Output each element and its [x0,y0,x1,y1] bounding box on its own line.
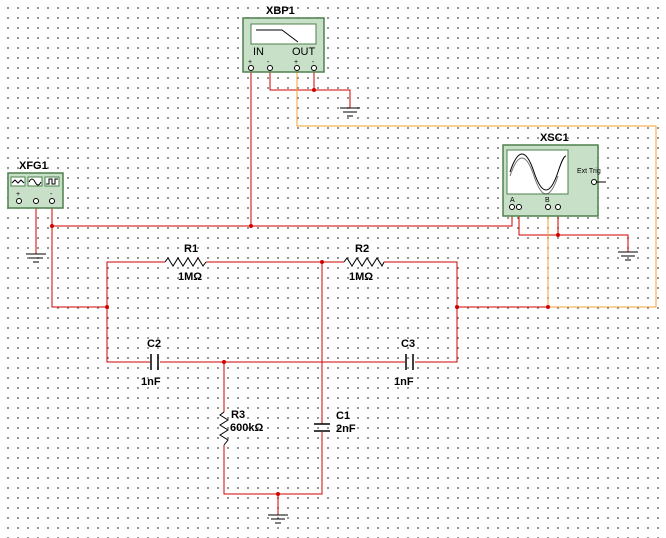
svg-text:-: - [267,59,270,66]
junction-dot [222,360,226,364]
wire-twin-t-bottom-right[interactable] [415,307,458,363]
resistor-r1[interactable]: R1 1MΩ [164,243,207,283]
junction-dot [546,305,550,309]
capacitor-c1[interactable]: C1 2nF [314,410,356,435]
r2-value: 1MΩ [349,271,373,283]
junction-dot [249,224,253,228]
wire-bode-gnd[interactable] [269,70,351,108]
svg-text:+: + [248,59,252,66]
c2-value: 1nF [141,376,161,388]
xbp1-out-label: OUT [292,46,316,58]
triangle-wave-icon [11,179,25,184]
xsc1-terminal[interactable] [545,204,551,210]
ground-icon [26,253,46,263]
xsc1-terminal[interactable] [509,204,515,210]
resistor-r3[interactable]: R3 600kΩ [219,409,263,446]
svg-text:+: + [294,59,298,66]
xsc1-terminal-ext[interactable] [591,179,597,185]
xbp1-in-label: IN [253,46,264,58]
junction-dot [105,305,109,309]
xbp1-terminal[interactable] [294,65,300,71]
junction-dot [50,224,54,228]
function-generator-xfg1[interactable]: XFG1 + - [7,160,64,209]
junction-dots [50,88,560,496]
xbp1-ref: XBP1 [266,5,295,17]
wire-scope-gnd[interactable] [518,205,629,252]
lowpass-response-icon [256,29,299,43]
capacitor-c3[interactable]: C3 1nF [394,338,415,388]
sine-wave-icon [509,153,567,191]
xbp1-terminal[interactable] [311,65,317,71]
xsc1-ref: XSC1 [540,132,569,144]
xfg1-terminal[interactable] [33,198,39,204]
r3-ref: R3 [231,409,245,421]
xsc1-ch-a: A [510,197,515,204]
junction-dot [276,492,280,496]
xfg1-terminal[interactable] [49,198,55,204]
junction-dot [556,233,560,237]
svg-text:-: - [312,59,315,66]
xsc1-terminal[interactable] [516,204,522,210]
xbp1-terminal[interactable] [267,65,273,71]
oscilloscope-xsc1[interactable]: XSC1 Ext Trig A B [502,132,606,217]
red-wires [35,70,629,515]
r1-ref: R1 [184,243,198,255]
r3-value: 600kΩ [230,422,263,434]
wire-input-bus[interactable] [51,205,513,227]
ground-icon [340,107,360,117]
xsc1-ext-trig: Ext Trig [577,168,601,175]
square-wave-icon [46,178,58,185]
xsc1-terminal[interactable] [555,204,561,210]
junction-dot [455,305,459,309]
ground-symbols [26,107,638,524]
orange-wires [296,70,657,308]
c1-value: 2nF [336,423,356,435]
r1-value: 1MΩ [178,271,202,283]
junction-dot [312,88,316,92]
wire-twin-t-top[interactable] [106,261,165,307]
svg-text:-: - [50,191,53,198]
c2-ref: C2 [147,338,161,350]
xfg1-terminal[interactable] [16,198,22,204]
svg-text:+: + [16,191,20,198]
sine-wave-icon [28,178,42,186]
xbp1-terminal[interactable] [248,65,254,71]
wire-r3-bottom[interactable] [223,445,279,515]
capacitor-c2[interactable]: C2 1nF [141,338,161,388]
c1-ref: C1 [336,410,350,422]
resistor-r2[interactable]: R2 1MΩ [343,243,385,283]
wire-twin-t-bottom-left[interactable] [106,307,150,363]
xfg1-ref: XFG1 [19,160,48,172]
c3-ref: C3 [401,338,415,350]
junction-dot [320,260,324,264]
wire-twin-t-top-right[interactable] [384,261,458,307]
xsc1-ch-b: B [545,197,550,204]
wire-c1-bottom[interactable] [278,432,323,495]
bode-plotter-xbp1[interactable]: XBP1 IN OUT + - + - [242,5,325,73]
wire-bode-out[interactable] [296,70,657,308]
wire-left-drop[interactable] [51,226,107,308]
ground-icon [618,251,638,261]
ground-icon [268,514,288,524]
c3-value: 1nF [394,376,414,388]
r2-ref: R2 [355,243,369,255]
